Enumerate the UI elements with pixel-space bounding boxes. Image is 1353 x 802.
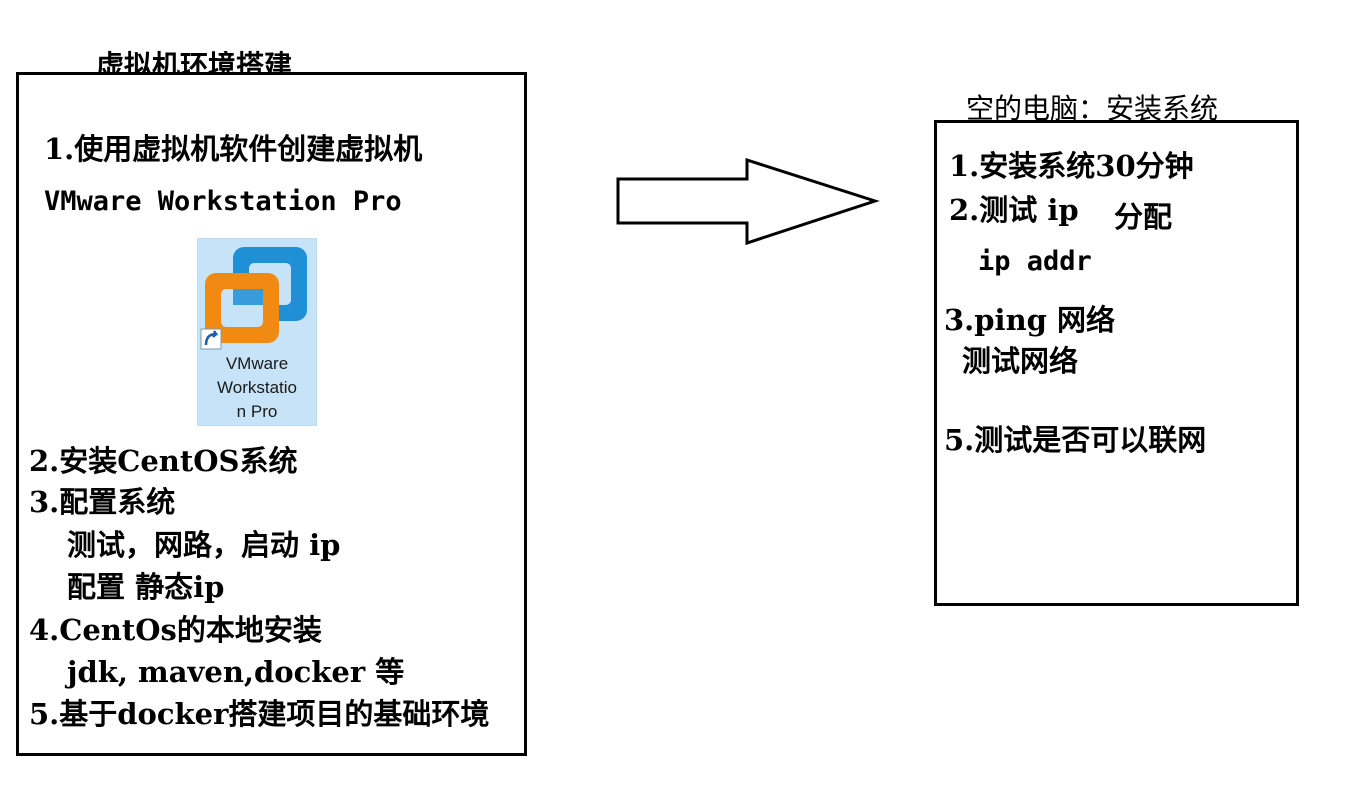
vmware-workstation-icon[interactable] bbox=[197, 238, 317, 426]
right-step-3-sub: 测试网络 bbox=[962, 344, 1079, 378]
left-step-3: 3.配置系统 bbox=[29, 485, 176, 519]
left-software-name: VMware Workstation Pro bbox=[44, 186, 402, 217]
right-step-2-suffix: 分配 bbox=[1114, 200, 1173, 234]
right-panel-title: 空的电脑：安装系统 bbox=[966, 92, 1219, 125]
icon-label-line-3: n Pro bbox=[236, 402, 278, 421]
right-arrow bbox=[616, 157, 880, 246]
icon-label-line-2: Workstatio bbox=[217, 378, 297, 397]
left-step-4-sub: jdk, maven,docker 等 bbox=[67, 655, 405, 689]
icon-label-line-1: VMware bbox=[225, 354, 289, 373]
right-panel-box bbox=[934, 120, 1299, 606]
left-step-1: 1.使用虚拟机软件创建虚拟机 bbox=[44, 132, 423, 166]
left-step-4: 4.CentOs的本地安装 bbox=[29, 613, 322, 647]
left-step-3-sub-2: 配置 静态ip bbox=[67, 570, 225, 604]
left-step-5: 5.基于docker搭建项目的基础环境 bbox=[29, 697, 490, 731]
right-step-3: 3.ping 网络 bbox=[944, 303, 1116, 337]
left-step-2: 2.安装CentOS系统 bbox=[29, 444, 298, 478]
left-step-3-sub-1: 测试，网路，启动 ip bbox=[67, 528, 341, 562]
right-step-2: 2.测试 ip bbox=[949, 193, 1079, 227]
right-step-5: 5.测试是否可以联网 bbox=[944, 423, 1207, 457]
right-step-2-command: ip addr bbox=[978, 246, 1092, 277]
right-step-1: 1.安装系统30分钟 bbox=[949, 149, 1194, 183]
